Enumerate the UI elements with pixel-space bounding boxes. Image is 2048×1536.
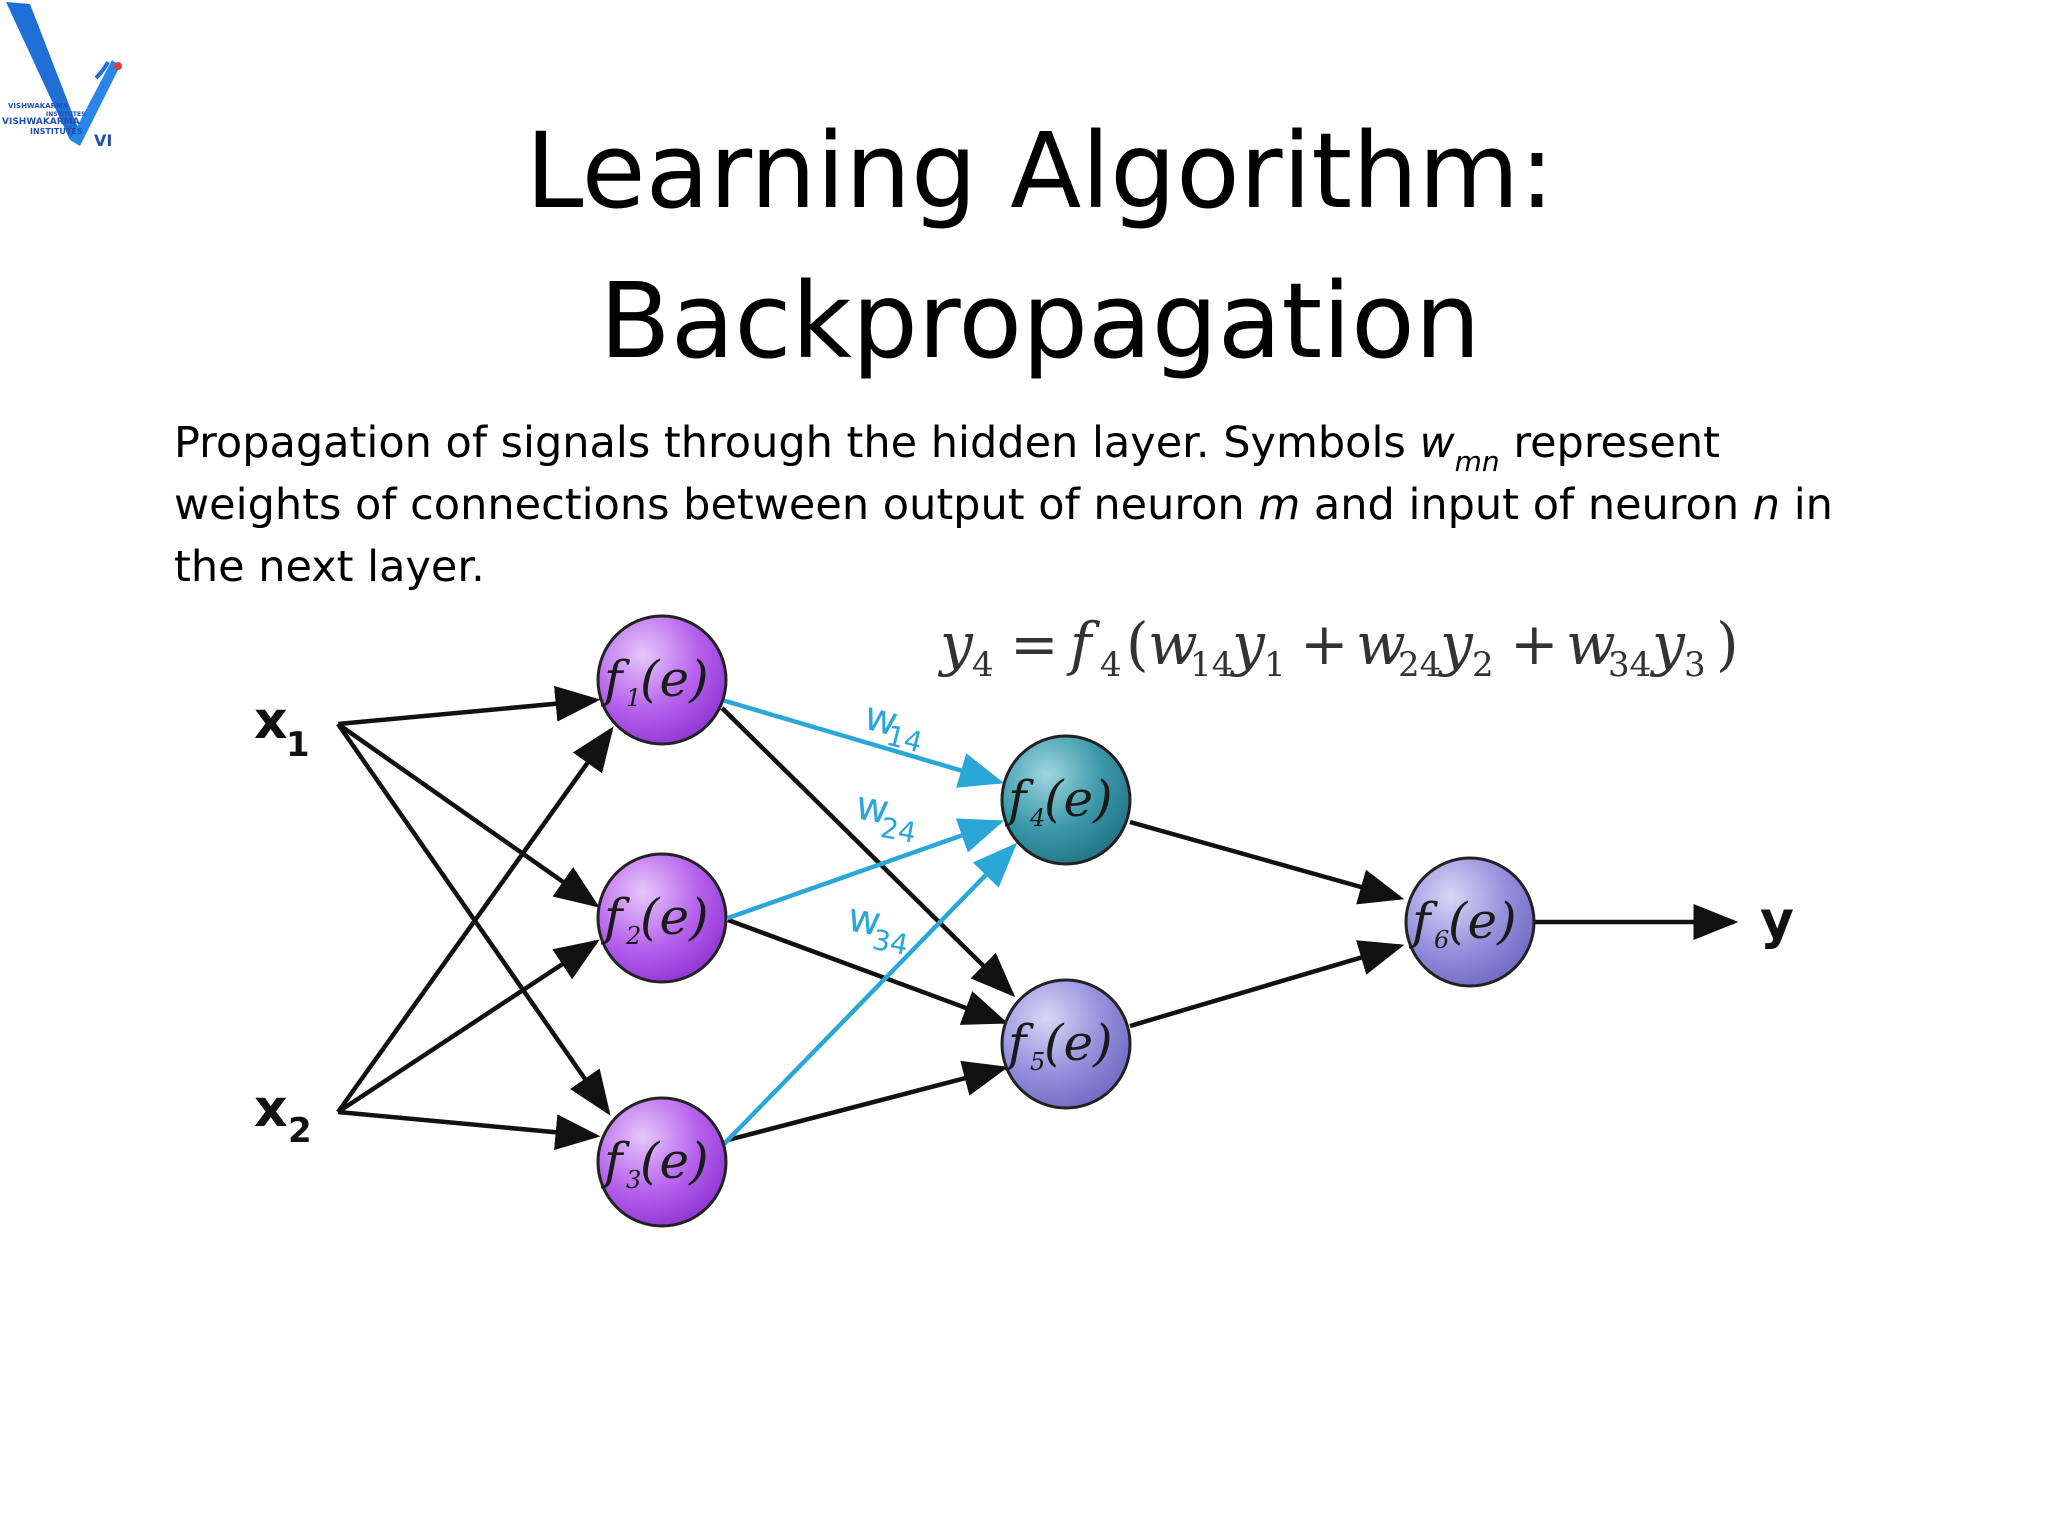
edge-x2-f3: [337, 1109, 601, 1151]
output-y-label: y: [1760, 891, 1794, 951]
body-symbol-m: m: [1258, 480, 1301, 530]
input-connections: [336, 685, 614, 1151]
edge-f1-f4: [721, 697, 1005, 788]
weight-w24-sub: 24: [878, 811, 919, 850]
formula-t3w-sub: 34: [1608, 645, 1651, 685]
formula-t2y-sub: 2: [1472, 645, 1494, 685]
body-symbol-sub: mn: [1454, 445, 1500, 478]
neuron-f4-sub: 4: [1029, 804, 1045, 832]
neuron-f2: f 2 (e): [596, 852, 728, 984]
logo-v-mark-right: [70, 60, 120, 146]
edge-f1-f5: [720, 706, 1016, 998]
logo-swoosh: [94, 61, 110, 80]
body-symbol-n: n: [1752, 480, 1781, 530]
formula-plus-2: +: [1510, 610, 1559, 678]
formula-lhs-sub: 4: [972, 645, 994, 685]
formula-t3y-sub: 3: [1684, 645, 1706, 685]
input-x1: x 1: [254, 691, 310, 765]
input-x2-label: x: [254, 1079, 288, 1139]
institute-logo: VISHWAKARMA INSTITUTES VISHWAKARMA INSTI…: [2, 2, 122, 150]
edge-x1-f3: [336, 722, 611, 1116]
weight-w14-sub: 14: [883, 719, 926, 760]
formula-t2y: y: [1437, 610, 1474, 678]
formula-fn: f: [1066, 610, 1101, 678]
neuron-f3: f 3 (e): [596, 1096, 728, 1228]
weight-label-w34: w 34: [844, 895, 911, 962]
neuron-f3-sub: 3: [626, 1166, 641, 1194]
neuron-f6: f 6 (e): [1404, 856, 1536, 988]
edge-f4-f6: [1129, 819, 1405, 905]
weight-w34-letter: w: [844, 895, 884, 946]
formula-close: ): [1716, 610, 1739, 678]
edge-x2-f2: [336, 939, 600, 1114]
neuron-f4-arg: (e): [1044, 770, 1113, 828]
slide-title-line-1: Learning Algorithm:: [525, 110, 1555, 232]
weight-label-w24: w 24: [852, 783, 919, 850]
logo-text-3: VISHWAKARMA: [2, 117, 80, 127]
formula-open: (: [1126, 610, 1149, 678]
neuron-f5: f 5 (e): [1000, 978, 1132, 1110]
neuron-f1-arg: (e): [640, 650, 709, 708]
edge-f3-f4: [722, 842, 1018, 1146]
logo-dot: [114, 62, 122, 70]
body-symbol-w: w: [1419, 418, 1455, 468]
edge-x1-f1: [337, 685, 601, 727]
edge-x2-f1: [336, 726, 614, 1114]
logo-text-4: INSTITUTES: [30, 127, 83, 136]
logo-v-mark: [6, 2, 78, 140]
input-x1-label: x: [254, 691, 288, 751]
hidden-connections-f5: [720, 706, 1016, 1143]
slide-title-line-2: Backpropagation: [599, 260, 1481, 382]
body-part-3: and input of neuron: [1300, 480, 1753, 530]
slide-body-text: Propagation of signals through the hidde…: [174, 412, 1874, 598]
body-part-4: in the next layer.: [174, 480, 1833, 592]
formula-t2w: w: [1356, 610, 1406, 678]
output-connections: [1129, 819, 1739, 1029]
input-x2-sub: 2: [288, 1111, 312, 1151]
formula-eq: =: [1010, 610, 1059, 678]
body-part-1: Propagation of signals through the hidde…: [174, 418, 1420, 468]
neuron-f2-arg: (e): [640, 888, 709, 946]
neuron-f2-sub: 2: [625, 922, 641, 950]
weight-label-w14: w 14: [860, 693, 926, 760]
formula-t1y: y: [1229, 610, 1266, 678]
formula-plus-1: +: [1300, 610, 1349, 678]
edge-x1-f2: [336, 722, 600, 908]
neuron-f5-sub: 5: [1030, 1048, 1045, 1076]
edge-f2-f5: [727, 917, 1009, 1025]
formula-t3y: y: [1649, 610, 1686, 678]
edge-f3-f5: [727, 1060, 1009, 1143]
formula-t3w: w: [1566, 610, 1616, 678]
formula-lhs: y: [937, 610, 974, 678]
logo-mark-vi: VI: [94, 131, 112, 150]
body-part-2: represent weights of connections between…: [174, 418, 1720, 530]
formula-t2w-sub: 24: [1398, 645, 1441, 685]
edge-f5-f6: [1129, 940, 1405, 1029]
logo-text-1: VISHWAKARMA: [8, 102, 69, 110]
logo-text-2: INSTITUTES: [46, 111, 85, 118]
weighted-connections-f4: [721, 697, 1018, 1146]
formula-fn-sub: 4: [1100, 645, 1122, 685]
neuron-f4: f 4 (e): [1000, 734, 1132, 866]
formula-t1y-sub: 1: [1264, 645, 1286, 685]
neuron-f6-sub: 6: [1434, 926, 1449, 954]
input-x1-sub: 1: [286, 725, 310, 765]
formula-t1w-sub: 14: [1190, 645, 1233, 685]
neuron-f6-arg: (e): [1448, 892, 1517, 950]
neuron-f5-arg: (e): [1044, 1014, 1113, 1072]
weight-w24-letter: w: [852, 783, 892, 834]
neuron-f1: f 1 (e): [596, 614, 728, 746]
edge-f2-f4: [727, 818, 1005, 921]
input-x2: x 2: [254, 1079, 312, 1151]
formula-t1w: w: [1148, 610, 1198, 678]
neuron-f1-sub: 1: [626, 684, 641, 712]
weight-w34-sub: 34: [870, 923, 911, 962]
slide-title: Learning Algorithm: Backpropagation: [0, 96, 2048, 396]
neuron-f3-arg: (e): [640, 1132, 709, 1190]
formula-y4: y 4 = f 4 ( w 14 y 1 + w 24 y 2 + w 34 y…: [937, 610, 1739, 685]
